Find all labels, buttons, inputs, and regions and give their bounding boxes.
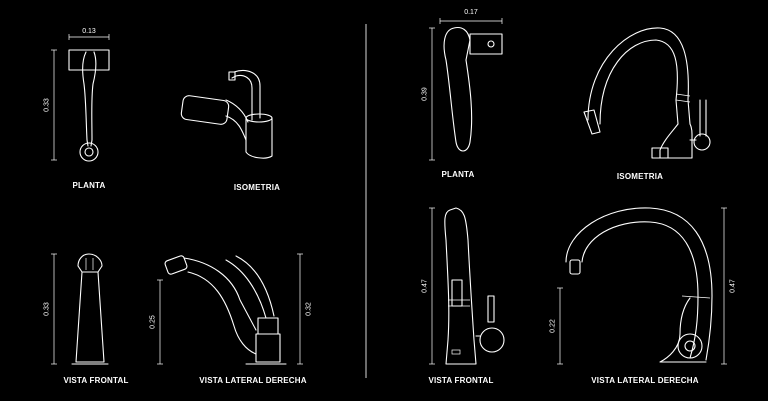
left-lateral-spout-dim: 0.25 (149, 315, 157, 329)
left-lateral-dims (157, 253, 303, 365)
left-isometria-faucet (180, 69, 273, 159)
left-lateral-body-dim: 0.32 (305, 302, 313, 316)
left-planta-label: PLANTA (72, 181, 106, 190)
left-planta-width-dim: 0.13 (82, 28, 96, 35)
left-lateral-label: VISTA LATERAL DERECHA (199, 376, 307, 385)
right-planta-faucet (443, 26, 503, 152)
left-frontal-dims (51, 253, 57, 365)
right-frontal-label: VISTA FRONTAL (428, 376, 494, 385)
left-planta-height-dim: 0.33 (43, 98, 51, 112)
right-planta-label: PLANTA (441, 170, 475, 179)
right-frontal-dims (429, 207, 435, 365)
right-isometria-label: ISOMETRIA (616, 172, 664, 181)
left-frontal-faucet (71, 253, 109, 365)
right-planta-width-dim: 0.17 (464, 9, 478, 16)
left-isometria-label: ISOMETRIA (233, 183, 281, 192)
left-lateral-faucet (164, 255, 287, 365)
left-planta-faucet (68, 49, 110, 162)
right-lateral-faucet (565, 207, 713, 363)
right-planta-height-dim: 0.39 (421, 87, 429, 101)
right-lateral-spout-dim: 0.22 (549, 319, 557, 333)
right-planta-dims (429, 18, 503, 161)
left-frontal-label: VISTA FRONTAL (63, 376, 129, 385)
right-frontal-faucet (444, 207, 505, 365)
right-lateral-label: VISTA LATERAL DERECHA (591, 376, 699, 385)
right-lateral-body-dim: 0.47 (729, 279, 737, 293)
left-planta-dims (51, 34, 110, 161)
left-frontal-height-dim: 0.33 (43, 302, 51, 316)
right-isometria-faucet (583, 27, 711, 159)
right-frontal-height-dim: 0.47 (421, 279, 429, 293)
right-lateral-dims (557, 207, 727, 365)
